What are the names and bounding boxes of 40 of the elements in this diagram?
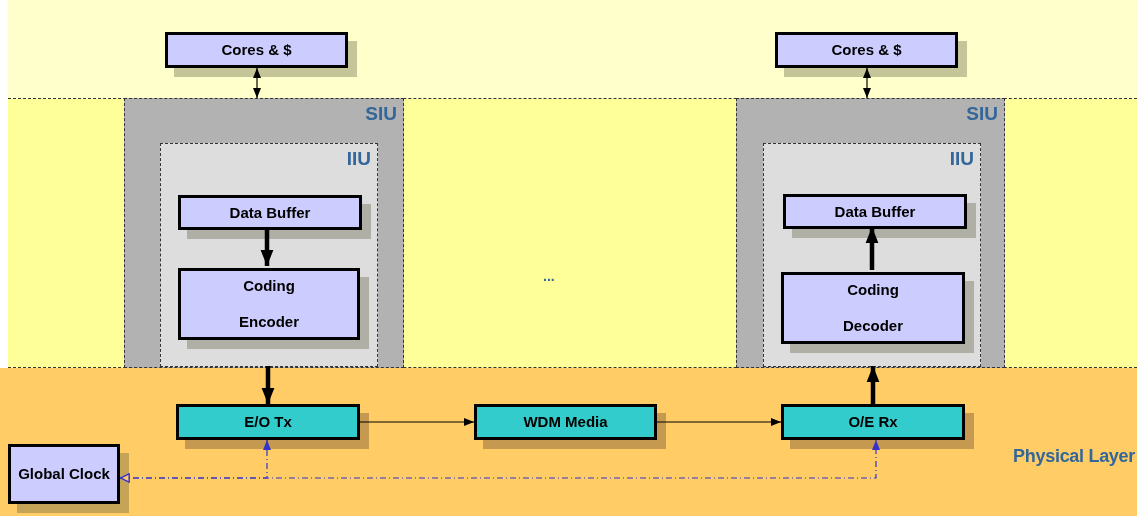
process-box: [781, 272, 965, 344]
arrow: [260, 228, 274, 266]
box-label: O/E Rx: [847, 412, 899, 432]
process-box: [775, 32, 958, 68]
process-box: [178, 268, 360, 340]
arrow: [656, 418, 782, 426]
unit-label: IIU: [949, 148, 974, 170]
box-label: Data Buffer: [833, 201, 917, 222]
box-label: Data Buffer: [228, 202, 312, 223]
ellipsis-label: ...: [543, 268, 555, 284]
arrow: [866, 366, 880, 404]
process-box: [176, 404, 360, 440]
process-box: [8, 444, 120, 504]
process-box: [474, 404, 657, 440]
arrow: [359, 418, 475, 426]
box-label: E/O Tx: [243, 412, 293, 432]
unit-frame: [124, 98, 404, 368]
process-box: [165, 32, 348, 68]
unit-frame: [763, 143, 981, 367]
arrow: [865, 227, 879, 270]
unit-label: SIU: [365, 103, 397, 125]
process-box: [781, 404, 965, 440]
arrow: [253, 67, 261, 99]
box-label: Coding Encoder: [238, 276, 300, 332]
arrow: [863, 67, 871, 99]
unit-label: IIU: [346, 148, 371, 170]
arrow: [261, 366, 275, 404]
process-box: [178, 195, 362, 230]
unit-label: SIU: [966, 103, 998, 125]
box-label: Cores & $: [830, 40, 903, 60]
box-label: Coding Decoder: [842, 280, 904, 336]
unit-frame: [160, 143, 378, 367]
arrow: [119, 439, 880, 483]
process-box: [783, 194, 967, 229]
box-label: WDM Media: [522, 412, 609, 432]
layer-band: [0, 368, 1137, 516]
box-label: Global Clock: [17, 464, 111, 484]
box-label: Cores & $: [220, 40, 293, 60]
unit-frame: [736, 98, 1005, 368]
layer-label: Physical Layer: [1013, 446, 1135, 467]
